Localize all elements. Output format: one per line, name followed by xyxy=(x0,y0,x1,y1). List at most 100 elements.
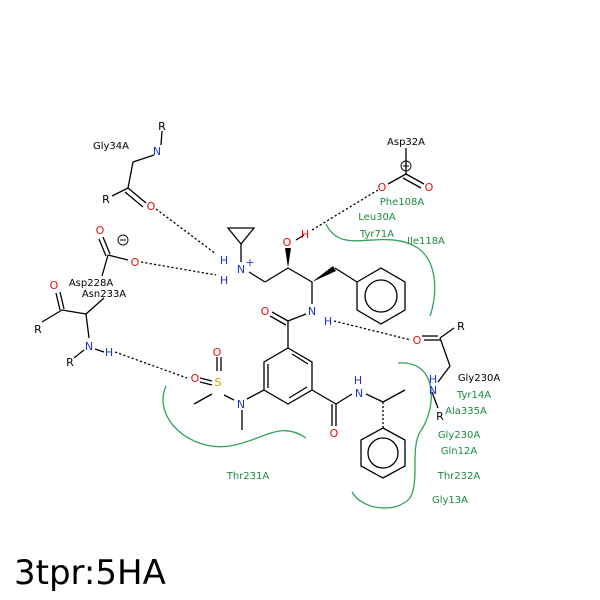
residue-label: Tyr71A xyxy=(359,229,394,240)
residue-label: Tyr14A xyxy=(456,390,491,401)
bond xyxy=(127,187,147,204)
residue-labels: Gly34A Asp32A Asp228A Asn233A Gly230A Ph… xyxy=(69,137,501,506)
hydrogen-label: H xyxy=(429,373,437,386)
bond xyxy=(193,393,213,405)
nitrogen-label: N xyxy=(85,340,93,353)
bond xyxy=(439,337,451,367)
oxygen-label: O xyxy=(147,200,156,213)
residue-label: Phe108A xyxy=(380,197,425,208)
bond xyxy=(291,353,309,365)
bond xyxy=(402,177,422,189)
bond xyxy=(199,377,213,382)
residue-label: Asp228A xyxy=(69,278,113,289)
bond xyxy=(111,187,129,197)
r-group-label: R xyxy=(66,356,74,369)
hbond-gly34a xyxy=(155,208,217,255)
nitrogen-label: N xyxy=(237,263,245,276)
oxygen-label: O xyxy=(96,224,105,237)
bond xyxy=(102,236,111,255)
r-group-label: R xyxy=(158,120,166,133)
bond xyxy=(94,348,105,353)
r-group-label: R xyxy=(436,410,444,423)
wedge-bond xyxy=(285,248,291,268)
oxygen-label: O xyxy=(378,181,387,194)
minus-charge-icon xyxy=(400,160,412,172)
oxygen-label: O xyxy=(50,279,59,292)
bond xyxy=(55,292,61,311)
hydrogen-bonds xyxy=(114,189,412,379)
bond xyxy=(85,297,105,315)
residue-label: Gly34A xyxy=(93,141,129,152)
hydrogen-label: H xyxy=(354,374,362,387)
bond xyxy=(124,191,144,208)
residue-label: Ile118A xyxy=(407,236,445,247)
arc-bottom-left xyxy=(162,385,307,448)
oxygen-label: O xyxy=(131,256,140,269)
aromatic-circle xyxy=(367,437,399,469)
oxygen-label: O xyxy=(261,305,270,318)
oxygen-label: O xyxy=(413,334,422,347)
bond xyxy=(59,291,65,310)
bond xyxy=(288,386,308,399)
residue-label: Gly13A xyxy=(432,495,468,506)
bond xyxy=(248,271,266,283)
bond xyxy=(132,154,155,163)
bond xyxy=(246,389,265,400)
residue-label: Leu30A xyxy=(358,212,396,223)
nitrogen-label: N xyxy=(237,398,245,411)
bond xyxy=(160,130,163,146)
ligand-bonds xyxy=(193,227,406,479)
cyclopropyl-ring xyxy=(226,227,256,246)
bond xyxy=(223,394,235,401)
bond xyxy=(41,309,63,323)
nitrogen-label: N xyxy=(355,387,363,400)
nitrogen-label: N xyxy=(308,305,316,318)
bond xyxy=(199,381,213,386)
residue-label: Asp32A xyxy=(387,137,425,148)
hbond-asn233a xyxy=(114,351,188,379)
minus-charge-icon xyxy=(117,234,129,246)
bond xyxy=(287,267,313,283)
bond xyxy=(61,309,87,315)
oxygen-label: O xyxy=(330,427,339,440)
hydrogen-label: H xyxy=(220,254,228,267)
residue-label: Thr232A xyxy=(437,471,481,482)
bond xyxy=(335,393,353,405)
aromatic-circle xyxy=(364,279,398,313)
bond xyxy=(127,161,134,189)
bond xyxy=(85,313,90,339)
phenyl-ring-bottom xyxy=(360,427,406,479)
bond xyxy=(73,349,85,359)
charge-markers xyxy=(117,160,412,246)
diagram-title: 3tpr:5HA xyxy=(14,553,166,593)
bond xyxy=(365,393,384,403)
positive-charge: + xyxy=(245,256,254,269)
residue-label: Thr231A xyxy=(226,471,270,482)
bond xyxy=(387,173,407,185)
phenyl-ring-top xyxy=(356,267,406,325)
bond xyxy=(334,267,358,283)
bond xyxy=(264,267,289,283)
oxygen-label: O xyxy=(213,346,222,359)
arc-right xyxy=(351,362,432,509)
sulfur-label: S xyxy=(215,376,222,389)
hydrogen-label: H xyxy=(301,228,309,241)
hydrophobic-arcs xyxy=(162,223,436,509)
hydrogen-label: H xyxy=(105,346,113,359)
bond xyxy=(101,254,109,277)
residue-label: Asn233A xyxy=(82,289,126,300)
r-group-label: R xyxy=(34,323,42,336)
arc-top-right xyxy=(325,223,436,317)
bond xyxy=(311,389,337,405)
nitrogen-label: N xyxy=(429,384,437,397)
wedge-bond xyxy=(312,266,336,282)
bond xyxy=(295,234,305,241)
hydrogen-label: H xyxy=(324,315,332,328)
r-group-label: R xyxy=(102,193,110,206)
hbond-asp228a xyxy=(140,261,217,276)
hbond-gly230a xyxy=(333,320,412,341)
residue-bonds xyxy=(41,130,455,409)
residue-label: Gly230A xyxy=(438,430,481,441)
